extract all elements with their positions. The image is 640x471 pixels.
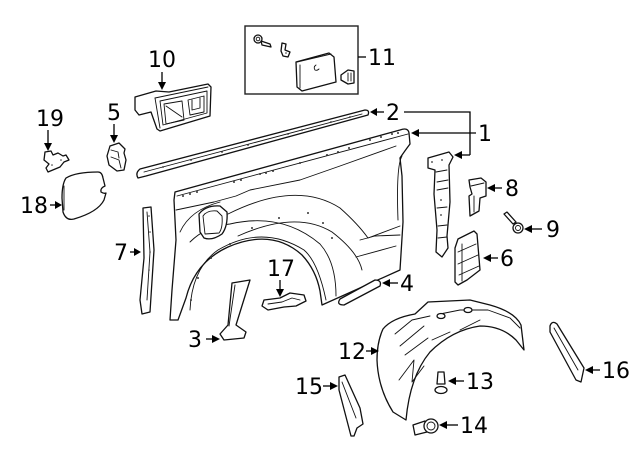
callout-7[interactable]: 7 (114, 241, 128, 266)
part-4-trim-strip[interactable] (338, 279, 382, 306)
callout-12[interactable]: 12 (338, 340, 366, 365)
part-6-grille[interactable] (454, 230, 481, 286)
part-17-pad[interactable] (261, 292, 307, 311)
callout-16[interactable]: 16 (602, 359, 630, 384)
part-19-hinge[interactable] (43, 150, 70, 173)
callout-17[interactable]: 17 (267, 257, 295, 282)
callout-6[interactable]: 6 (500, 247, 514, 272)
kit-clip-icon (280, 42, 291, 58)
callout-14[interactable]: 14 (460, 414, 488, 439)
part-16-seal-strip[interactable] (549, 321, 585, 383)
part-15-bracket[interactable] (338, 374, 364, 437)
part-8-bracket[interactable] (468, 177, 487, 217)
part-12-liner[interactable] (376, 299, 525, 421)
callout-13[interactable]: 13 (466, 370, 494, 395)
part-5-clip[interactable] (106, 142, 127, 172)
part-3-corner-bracket[interactable] (219, 279, 251, 341)
part-13-push-clip[interactable] (434, 371, 448, 395)
callout-5[interactable]: 5 (107, 101, 121, 126)
callout-11[interactable]: 11 (368, 46, 396, 71)
part-9-bolt[interactable] (503, 211, 524, 234)
callout-18[interactable]: 18 (20, 194, 48, 219)
callout-8[interactable]: 8 (505, 177, 519, 202)
callout-10[interactable]: 10 (148, 48, 176, 73)
part-1-bed-side[interactable] (169, 128, 411, 321)
kit-bolt-icon (253, 34, 272, 48)
part-10-housing[interactable] (134, 83, 212, 132)
part-2-rail-cap[interactable] (136, 109, 370, 179)
leader-lines (44, 56, 600, 429)
callout-labels: 10 11 19 5 18 2 1 8 9 6 7 17 4 3 12 13 1… (20, 46, 630, 439)
callout-9[interactable]: 9 (546, 218, 560, 243)
part-14-screw[interactable] (412, 418, 439, 436)
kit-door-panel-icon (295, 52, 337, 92)
callout-1[interactable]: 1 (478, 122, 492, 147)
kit-grommet-icon (340, 69, 355, 85)
part-7-pillar-seal[interactable] (139, 206, 155, 315)
part-18-fuel-door[interactable] (61, 171, 107, 220)
part-11-kit-inset[interactable] (244, 25, 359, 95)
part-1-inner-bracket[interactable] (427, 151, 454, 258)
callout-2[interactable]: 2 (386, 101, 400, 126)
callout-15[interactable]: 15 (295, 375, 323, 400)
callout-4[interactable]: 4 (400, 272, 414, 297)
callout-19[interactable]: 19 (36, 107, 64, 132)
callout-3[interactable]: 3 (188, 328, 202, 353)
